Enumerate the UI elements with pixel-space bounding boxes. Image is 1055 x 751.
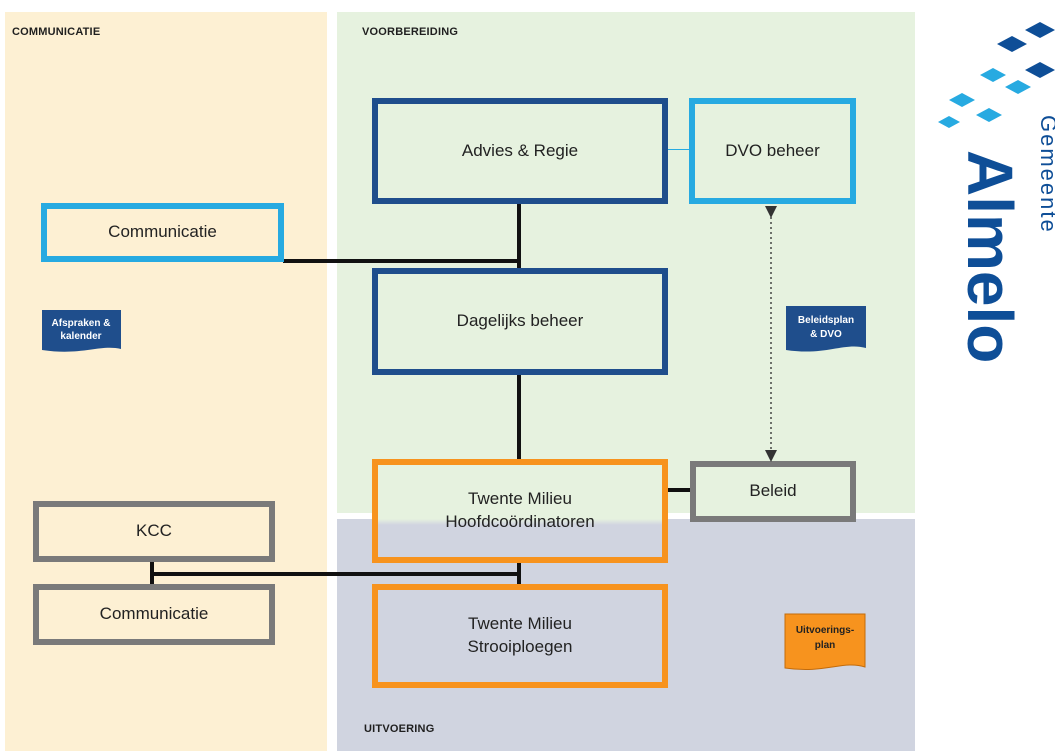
zone-label-uitvoering: UITVOERING — [364, 723, 435, 735]
connector-kcc-vertical — [150, 561, 154, 585]
connector-kcc-horizontal — [150, 572, 521, 576]
advies-regie-box[interactable]: Advies & Regie — [372, 98, 668, 204]
logo-almelo-text: Almelo — [954, 150, 1026, 363]
dagelijks-beheer-box[interactable]: Dagelijks beheer — [372, 268, 668, 375]
document-afspraken-line1: Afspraken & — [52, 318, 111, 329]
dvo-beheer-box[interactable]: DVO beheer — [689, 98, 856, 204]
document-beleidsplan-line1: Beleidsplan — [798, 315, 854, 326]
communicatie-bottom-box[interactable]: Communicatie — [33, 584, 275, 645]
connector-advies-dagelijks — [517, 202, 521, 299]
dagelijks-beheer-label: Dagelijks beheer — [456, 311, 584, 331]
kcc-box[interactable]: KCC — [33, 501, 275, 562]
twente-strooiploegen-box[interactable]: Twente Milieu Strooiploegen — [372, 584, 668, 688]
zone-label-voorbereiding: VOORBEREIDING — [362, 26, 459, 38]
advies-regie-label: Advies & Regie — [461, 140, 579, 160]
document-uitvoeringsplan-line2: plan — [815, 640, 836, 651]
document-afspraken-line2: kalender — [60, 331, 101, 342]
document-beleidsplan: Beleidsplan & DVO — [786, 306, 866, 352]
document-afspraken: Afspraken & kalender — [42, 310, 121, 352]
beleid-box[interactable]: Beleid — [690, 461, 856, 522]
twente-strooiploegen-label: Twente Milieu Strooiploegen — [467, 614, 573, 656]
logo-gemeente-text: Gemeente — [1036, 115, 1055, 234]
document-beleidsplan-line2: & DVO — [810, 329, 842, 340]
connector-dagelijks-twente — [517, 374, 521, 462]
communicatie-top-box[interactable]: Communicatie — [41, 203, 284, 262]
almelo-logo-icon — [938, 22, 1055, 128]
kcc-label: KCC — [136, 521, 172, 541]
communicatie-bottom-label: Communicatie — [99, 604, 209, 624]
twente-hoofdcoordinatoren-box[interactable]: Twente Milieu Hoofdcoördinatoren — [372, 459, 668, 563]
document-uitvoeringsplan: Uitvoerings- plan — [784, 613, 866, 671]
dvo-beheer-label: DVO beheer — [725, 140, 820, 160]
beleid-label: Beleid — [749, 481, 797, 501]
connector-twente-beleid — [667, 488, 692, 492]
zone-label-communicatie: COMMUNICATIE — [12, 26, 101, 38]
communicatie-top-label: Communicatie — [108, 222, 217, 242]
connector-communicatie-advies — [283, 259, 519, 263]
document-uitvoeringsplan-line1: Uitvoerings- — [796, 625, 854, 636]
twente-hoofdcoordinatoren-label: Twente Milieu Hoofdcoördinatoren — [445, 489, 595, 531]
connector-advies-dvo — [667, 149, 689, 150]
